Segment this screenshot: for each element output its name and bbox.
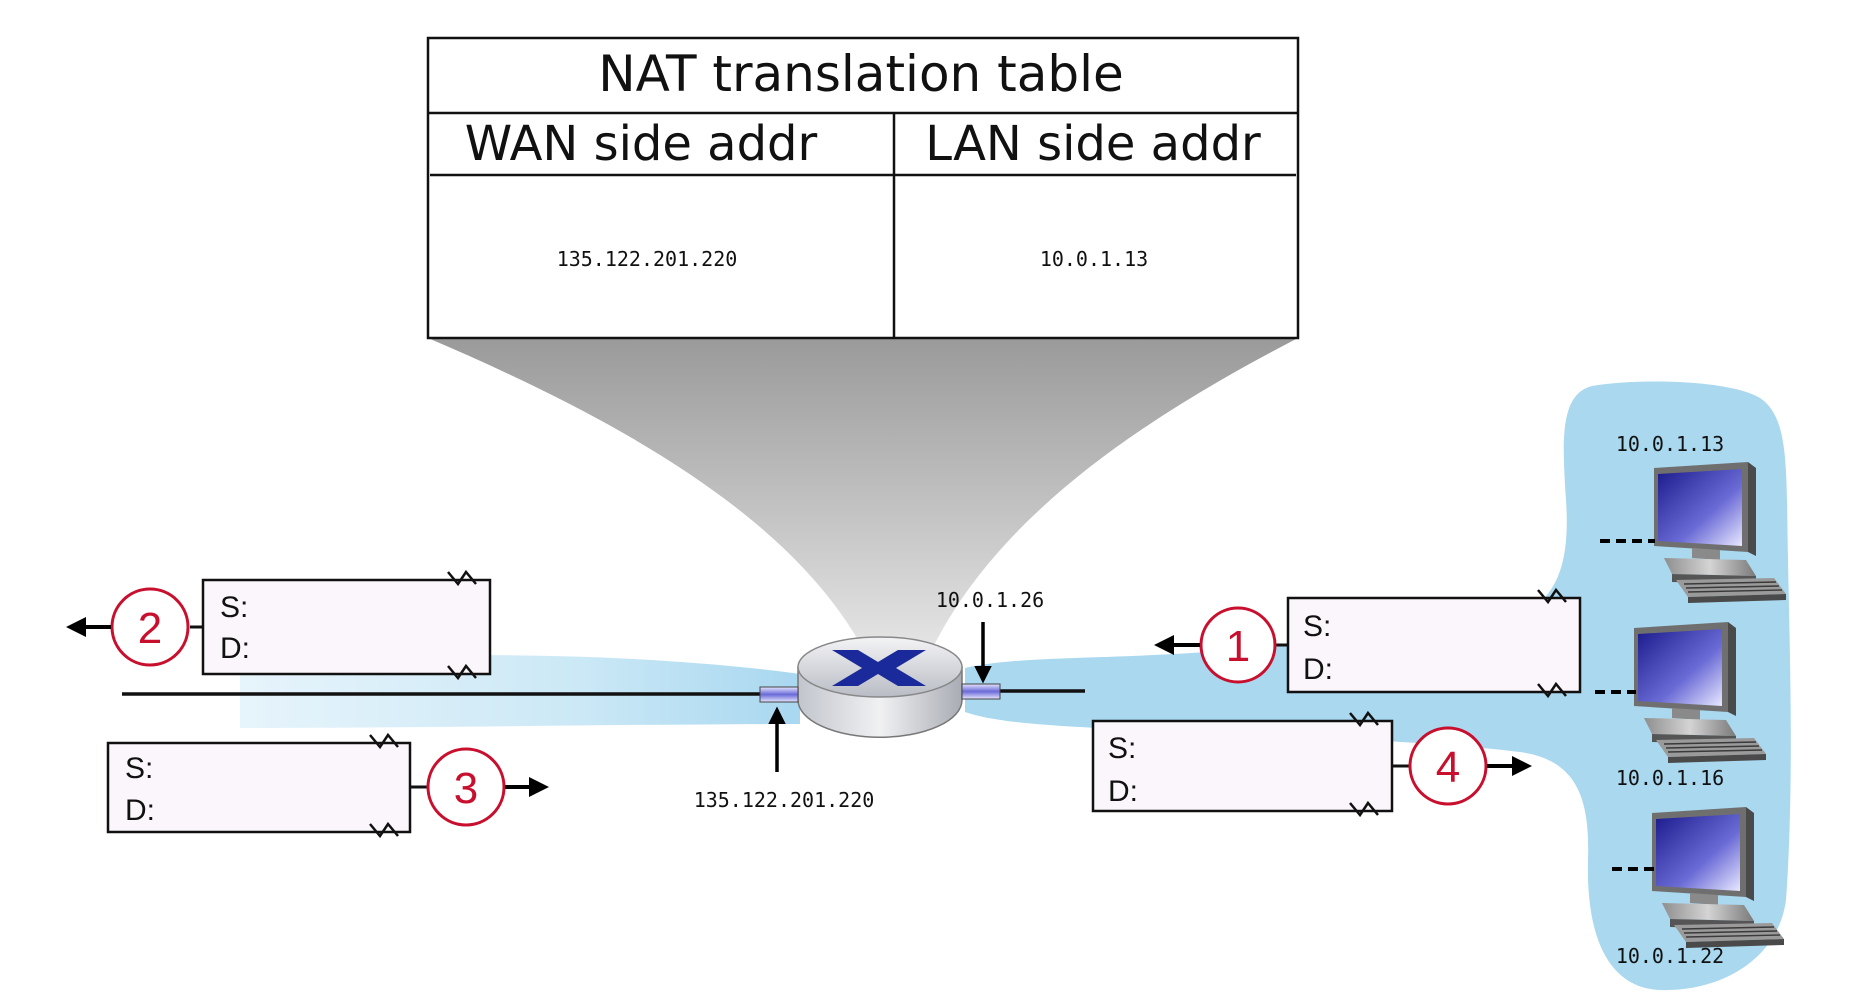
step-3-badge xyxy=(426,747,506,827)
host-ip-label: 10.0.1.16 xyxy=(1616,766,1724,790)
nat-row-wan-addr: 135.122.201.220 xyxy=(557,247,738,271)
packet-3: S: D: 3 xyxy=(106,732,549,839)
packet-1: S: D: 1 xyxy=(1154,587,1582,699)
step-2-number: 2 xyxy=(138,604,162,653)
packet-2-dest-label: D: xyxy=(220,632,250,665)
router-lan-interface xyxy=(961,683,1001,700)
host-ip-label: 10.0.1.22 xyxy=(1616,944,1724,968)
nat-translation-table: NAT translation table WAN side addr LAN … xyxy=(426,36,1300,340)
packet-4-source-label: S: xyxy=(1108,732,1136,765)
router-x-icon xyxy=(832,650,926,686)
step-3-number: 3 xyxy=(454,764,478,813)
packet-2: S: D: 2 xyxy=(66,569,492,681)
router-lan-ip-label: 10.0.1.26 xyxy=(936,588,1044,612)
step-4-badge xyxy=(1408,726,1488,806)
step-2-badge xyxy=(110,587,190,667)
host-computer-13: 10.0.1.13 xyxy=(1600,432,1787,604)
nat-row-lan-addr: 10.0.1.13 xyxy=(1040,247,1148,271)
router-wan-ip-label: 135.122.201.220 xyxy=(694,788,875,812)
packet-4-dest-label: D: xyxy=(1108,775,1138,808)
step-1-badge xyxy=(1199,606,1277,684)
step-4-number: 4 xyxy=(1436,743,1460,792)
packet-3-source-label: S: xyxy=(125,752,153,785)
router-wan-interface xyxy=(759,686,799,703)
packet-1-source-label: S: xyxy=(1303,610,1331,643)
host-ip-label: 10.0.1.13 xyxy=(1616,432,1724,456)
host-computer-16: 10.0.1.16 xyxy=(1595,621,1767,790)
nat-table-title: NAT translation table xyxy=(598,45,1124,103)
nat-router xyxy=(759,636,1001,738)
table-router-funnel xyxy=(428,338,1298,662)
packet-2-source-label: S: xyxy=(220,591,248,624)
step-1-number: 1 xyxy=(1226,622,1250,671)
host-computer-22: 10.0.1.22 xyxy=(1612,806,1785,968)
wan-side-header: WAN side addr xyxy=(465,116,818,172)
lan-side-header: LAN side addr xyxy=(925,116,1261,172)
packet-1-dest-label: D: xyxy=(1303,653,1333,686)
packet-4: S: D: 4 xyxy=(1091,710,1532,818)
packet-3-dest-label: D: xyxy=(125,794,155,827)
